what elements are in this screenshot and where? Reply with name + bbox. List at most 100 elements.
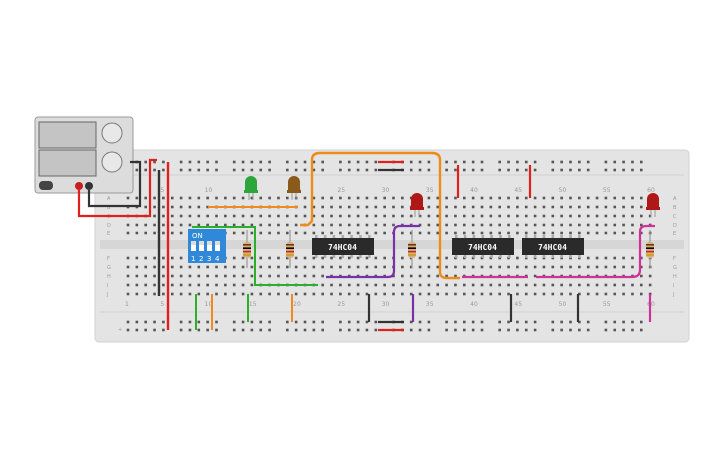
rail-hole[interactable] (356, 160, 360, 164)
rail-hole[interactable] (259, 328, 263, 332)
terminal-hole[interactable] (445, 283, 448, 287)
terminal-hole[interactable] (401, 292, 404, 296)
terminal-hole[interactable] (604, 231, 608, 235)
terminal-hole[interactable] (409, 292, 413, 296)
terminal-hole[interactable] (498, 196, 501, 200)
terminal-hole[interactable] (365, 205, 369, 209)
rail-hole[interactable] (188, 328, 192, 332)
rail-hole[interactable] (144, 160, 147, 164)
rail-hole[interactable] (303, 168, 307, 172)
rail-hole[interactable] (259, 168, 263, 172)
terminal-hole[interactable] (224, 196, 227, 200)
terminal-hole[interactable] (445, 292, 448, 296)
rail-hole[interactable] (321, 328, 324, 332)
terminal-hole[interactable] (188, 283, 192, 287)
terminal-hole[interactable] (268, 214, 271, 218)
rail-hole[interactable] (365, 160, 369, 164)
terminal-hole[interactable] (383, 214, 386, 218)
terminal-hole[interactable] (471, 196, 475, 200)
terminal-hole[interactable] (445, 274, 448, 278)
terminal-hole[interactable] (471, 205, 475, 209)
negative-terminal[interactable] (85, 182, 93, 190)
rail-hole[interactable] (480, 160, 484, 164)
terminal-hole[interactable] (551, 292, 555, 296)
rail-hole[interactable] (153, 168, 156, 172)
terminal-hole[interactable] (277, 265, 280, 269)
terminal-hole[interactable] (578, 292, 581, 296)
rail-hole[interactable] (179, 160, 183, 164)
rail-hole[interactable] (622, 160, 625, 164)
terminal-hole[interactable] (454, 214, 457, 218)
terminal-hole[interactable] (569, 223, 572, 227)
terminal-hole[interactable] (463, 292, 466, 296)
terminal-hole[interactable] (401, 231, 404, 235)
terminal-hole[interactable] (286, 265, 289, 269)
positive-terminal[interactable] (75, 182, 83, 190)
rail-hole[interactable] (463, 328, 466, 332)
rail-hole[interactable] (454, 160, 457, 164)
terminal-hole[interactable] (277, 214, 280, 218)
terminal-hole[interactable] (170, 205, 174, 209)
terminal-hole[interactable] (356, 292, 360, 296)
terminal-hole[interactable] (436, 283, 440, 287)
terminal-hole[interactable] (418, 256, 422, 260)
rail-hole[interactable] (578, 320, 581, 324)
rail-hole[interactable] (312, 160, 316, 164)
power-wire-negative[interactable] (87, 160, 142, 208)
rail-hole[interactable] (250, 328, 254, 332)
terminal-hole[interactable] (533, 205, 537, 209)
terminal-hole[interactable] (241, 283, 245, 287)
terminal-hole[interactable] (595, 283, 599, 287)
terminal-hole[interactable] (365, 231, 369, 235)
terminal-hole[interactable] (409, 283, 413, 287)
terminal-hole[interactable] (374, 196, 378, 200)
terminal-hole[interactable] (533, 283, 537, 287)
terminal-hole[interactable] (153, 274, 156, 278)
rail-hole[interactable] (347, 160, 351, 164)
terminal-hole[interactable] (126, 196, 130, 200)
terminal-hole[interactable] (153, 205, 156, 209)
terminal-hole[interactable] (383, 292, 386, 296)
terminal-hole[interactable] (286, 231, 289, 235)
terminal-hole[interactable] (524, 265, 528, 269)
terminal-hole[interactable] (250, 265, 254, 269)
terminal-hole[interactable] (224, 274, 227, 278)
terminal-hole[interactable] (330, 256, 333, 260)
terminal-hole[interactable] (321, 283, 324, 287)
terminal-hole[interactable] (250, 196, 254, 200)
terminal-hole[interactable] (224, 283, 227, 287)
rail-hole[interactable] (613, 168, 617, 172)
rail-hole[interactable] (569, 168, 572, 172)
terminal-hole[interactable] (153, 265, 156, 269)
terminal-hole[interactable] (188, 274, 192, 278)
terminal-hole[interactable] (268, 223, 271, 227)
rail-hole[interactable] (206, 320, 209, 324)
terminal-hole[interactable] (604, 214, 608, 218)
terminal-hole[interactable] (339, 205, 342, 209)
rail-hole[interactable] (241, 320, 245, 324)
terminal-hole[interactable] (135, 274, 139, 278)
terminal-hole[interactable] (356, 256, 360, 260)
terminal-hole[interactable] (232, 283, 236, 287)
terminal-hole[interactable] (383, 283, 386, 287)
terminal-hole[interactable] (445, 256, 448, 260)
terminal-hole[interactable] (144, 292, 147, 296)
rail-hole[interactable] (339, 328, 342, 332)
terminal-hole[interactable] (303, 292, 307, 296)
terminal-hole[interactable] (268, 292, 271, 296)
terminal-hole[interactable] (480, 265, 484, 269)
terminal-hole[interactable] (445, 214, 448, 218)
terminal-hole[interactable] (595, 196, 599, 200)
terminal-hole[interactable] (648, 214, 652, 218)
rail-hole[interactable] (418, 320, 422, 324)
rail-hole[interactable] (374, 168, 378, 172)
wire-magenta[interactable] (462, 224, 655, 279)
terminal-hole[interactable] (427, 265, 431, 269)
terminal-hole[interactable] (294, 214, 298, 218)
rail-hole[interactable] (445, 168, 448, 172)
dip-toggle[interactable] (191, 241, 196, 251)
terminal-hole[interactable] (277, 256, 280, 260)
rail-hole[interactable] (232, 168, 236, 172)
terminal-hole[interactable] (392, 205, 395, 209)
